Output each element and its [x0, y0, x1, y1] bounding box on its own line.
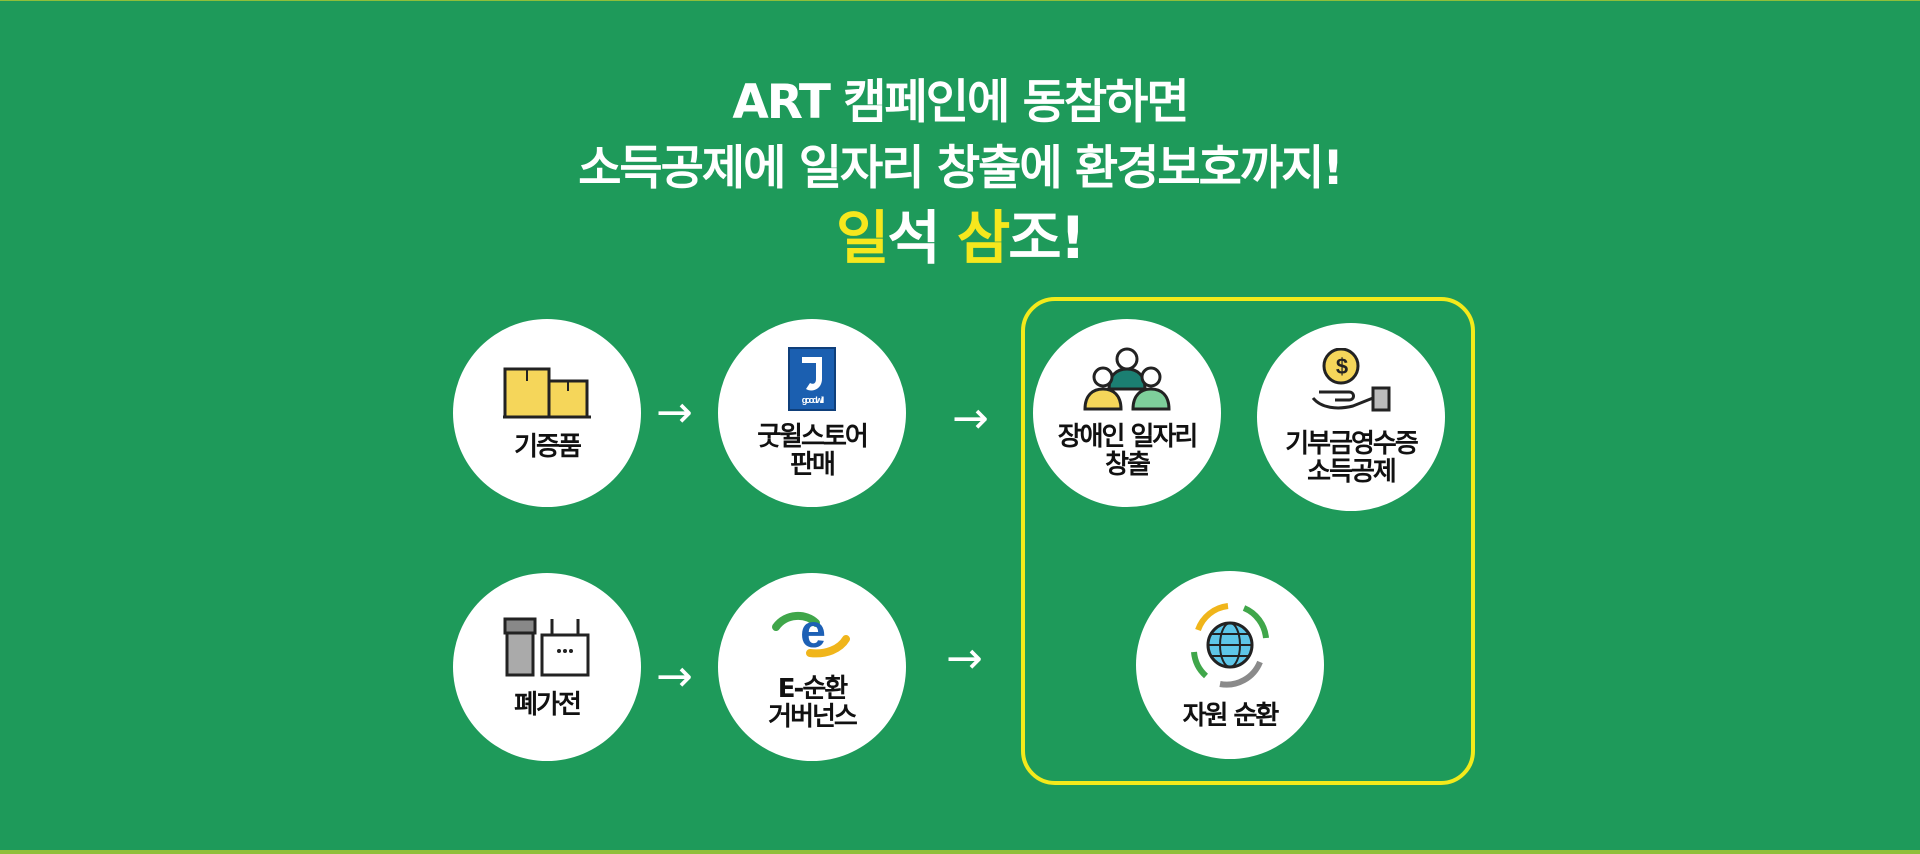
- circle-goodwill-store: goodwill 굿윌스토어 판매: [718, 319, 906, 507]
- arrow-1: →: [656, 387, 693, 438]
- headline-line2: 소득공제에 일자리 창출에 환경보호까지!: [578, 141, 1344, 196]
- ecycle-label-2: 거버넌스: [768, 702, 858, 732]
- svg-text:$: $: [1336, 354, 1348, 379]
- headline-jo: 조!: [1008, 204, 1086, 272]
- headline-line3: 일석 삼조!: [0, 191, 1920, 275]
- money-hand-icon: $: [1309, 347, 1393, 424]
- donation-label: 기증품: [514, 432, 582, 462]
- goodwill-logo-icon: goodwill: [788, 347, 836, 417]
- circle-tax: $ 기부금영수증 소득공제: [1257, 323, 1445, 511]
- headline-highlight-il: 일: [835, 204, 889, 272]
- ewaste-label: 폐가전: [514, 690, 582, 720]
- boxes-icon: [503, 365, 591, 427]
- globe-recycle-icon: [1184, 600, 1276, 696]
- appliances-icon: [502, 615, 592, 685]
- jobs-label-2: 창출: [1105, 450, 1151, 480]
- circle-ecycle: e E-순환 거버넌스: [718, 573, 906, 761]
- arrow-4: →: [946, 633, 983, 684]
- headline-line1: ART 캠페인에 동참하면: [732, 75, 1189, 130]
- ecycle-label-1: E-순환: [777, 674, 848, 704]
- arrow-3: →: [656, 651, 693, 702]
- circle-donation: 기증품: [453, 319, 641, 507]
- people-icon: [1081, 347, 1173, 417]
- goodwill-store-label-1: 굿윌스토어: [757, 422, 869, 452]
- resource-label: 자원 순환: [1182, 701, 1280, 731]
- headline-highlight-sam: 삼: [956, 204, 1010, 272]
- headline-seok: 석: [887, 204, 957, 272]
- jobs-label-1: 장애인 일자리: [1057, 422, 1199, 452]
- circle-resource: 자원 순환: [1136, 571, 1324, 759]
- tax-label-2: 소득공제: [1307, 457, 1397, 487]
- tax-label-1: 기부금영수증: [1285, 429, 1419, 459]
- highlight-box: [1021, 297, 1475, 785]
- svg-text:e: e: [800, 605, 825, 657]
- arrow-2: →: [952, 393, 989, 444]
- svg-text:goodwill: goodwill: [802, 395, 824, 405]
- circle-ewaste: 폐가전: [453, 573, 641, 761]
- circle-jobs: 장애인 일자리 창출: [1033, 319, 1221, 507]
- goodwill-store-label-2: 판매: [790, 450, 836, 480]
- e-cycle-logo-icon: e: [770, 603, 854, 669]
